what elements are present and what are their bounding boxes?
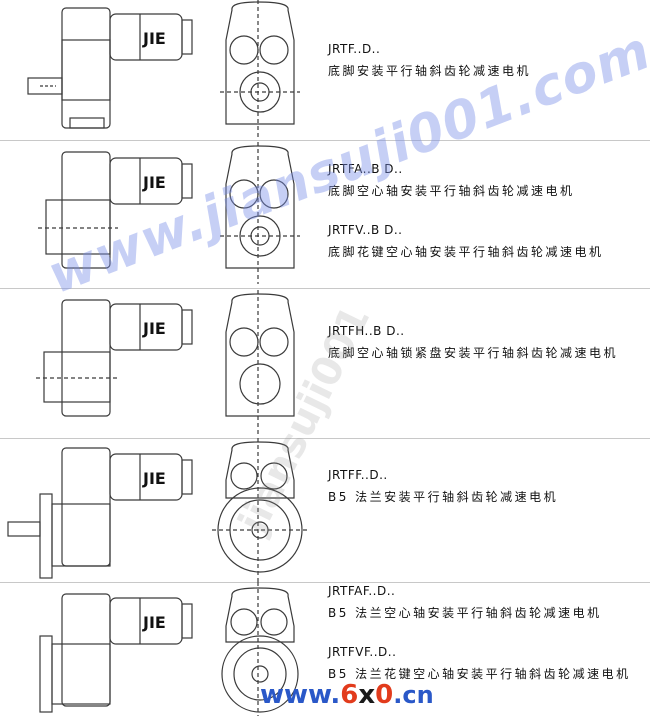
model-description: 底脚安装平行轴斜齿轮减速电机 bbox=[328, 64, 532, 78]
product-row-2: JIE JRTFA..B D.. 底脚空心轴安装平行轴斜齿轮减速电机 JRTFV… bbox=[0, 140, 650, 288]
product-row-5: JIE JRTFAF..D.. B5 法兰空心轴安装平行轴斜齿轮减速电机 JRT… bbox=[0, 582, 650, 716]
spec-block: JRTF..D.. 底脚安装平行轴斜齿轮减速电机 bbox=[328, 42, 531, 79]
logo-x: x bbox=[358, 680, 376, 710]
separator bbox=[0, 140, 650, 141]
motor-brand-label: JIE bbox=[142, 173, 166, 192]
gearmotor-drawing: JIE bbox=[39, 582, 299, 716]
model-description: B5 法兰空心轴安装平行轴斜齿轮减速电机 bbox=[328, 606, 602, 620]
model-code: JRTFVF..D.. bbox=[328, 645, 397, 659]
model-code: JRTFF..D.. bbox=[328, 468, 388, 482]
product-row-4: JIE JRTFF..D.. B5 法兰安装平行轴斜齿轮减速电机 bbox=[0, 438, 650, 582]
model-code: JRTF..D.. bbox=[328, 42, 381, 56]
motor-brand-label: JIE bbox=[142, 319, 166, 338]
gearmotor-drawing: JIE bbox=[36, 290, 295, 434]
model-description: 底脚空心轴锁紧盘安装平行轴斜齿轮减速电机 bbox=[328, 346, 619, 360]
motor-brand-label: JIE bbox=[142, 613, 166, 632]
model-description: B5 法兰花键空心轴安装平行轴斜齿轮减速电机 bbox=[328, 667, 631, 681]
motor-brand-label: JIE bbox=[142, 469, 166, 488]
model-code: JRTFH..B D.. bbox=[328, 324, 405, 338]
spec-block: JRTFA..B D.. 底脚空心轴安装平行轴斜齿轮减速电机 JRTFV..B … bbox=[328, 162, 604, 260]
model-code: JRTFA..B D.. bbox=[328, 162, 403, 176]
gearmotor-drawing: JIE bbox=[7, 438, 308, 582]
spec-block: JRTFAF..D.. B5 法兰空心轴安装平行轴斜齿轮减速电机 JRTFVF.… bbox=[328, 584, 631, 682]
separator bbox=[0, 582, 650, 583]
model-description: 底脚空心轴安装平行轴斜齿轮减速电机 bbox=[328, 184, 575, 198]
model-code: JRTFAF..D.. bbox=[328, 584, 396, 598]
logo-prefix: www. bbox=[260, 680, 341, 710]
model-description: B5 法兰安装平行轴斜齿轮减速电机 bbox=[328, 490, 559, 504]
logo-suffix: .cn bbox=[393, 681, 434, 709]
product-row-3: JIE JRTFH..B D.. 底脚空心轴锁紧盘安装平行轴斜齿轮减速电机 bbox=[0, 288, 650, 438]
separator bbox=[0, 438, 650, 439]
site-logo: www.6x0.cn bbox=[260, 680, 434, 710]
separator bbox=[0, 288, 650, 289]
model-description: 底脚花键空心轴安装平行轴斜齿轮减速电机 bbox=[328, 245, 604, 259]
gearmotor-drawing: JIE bbox=[27, 0, 300, 138]
spec-block: JRTFH..B D.. 底脚空心轴锁紧盘安装平行轴斜齿轮减速电机 bbox=[328, 324, 618, 361]
logo-zero: 0 bbox=[375, 680, 394, 710]
gearmotor-drawing: JIE bbox=[38, 142, 300, 284]
model-code: JRTFV..B D.. bbox=[328, 223, 403, 237]
logo-six: 6 bbox=[340, 680, 359, 710]
product-row-1: JIE JRTF..D.. 底脚安装平行轴斜齿轮减速电机 bbox=[0, 0, 650, 140]
spec-block: JRTFF..D.. B5 法兰安装平行轴斜齿轮减速电机 bbox=[328, 468, 558, 505]
motor-brand-label: JIE bbox=[142, 29, 166, 48]
